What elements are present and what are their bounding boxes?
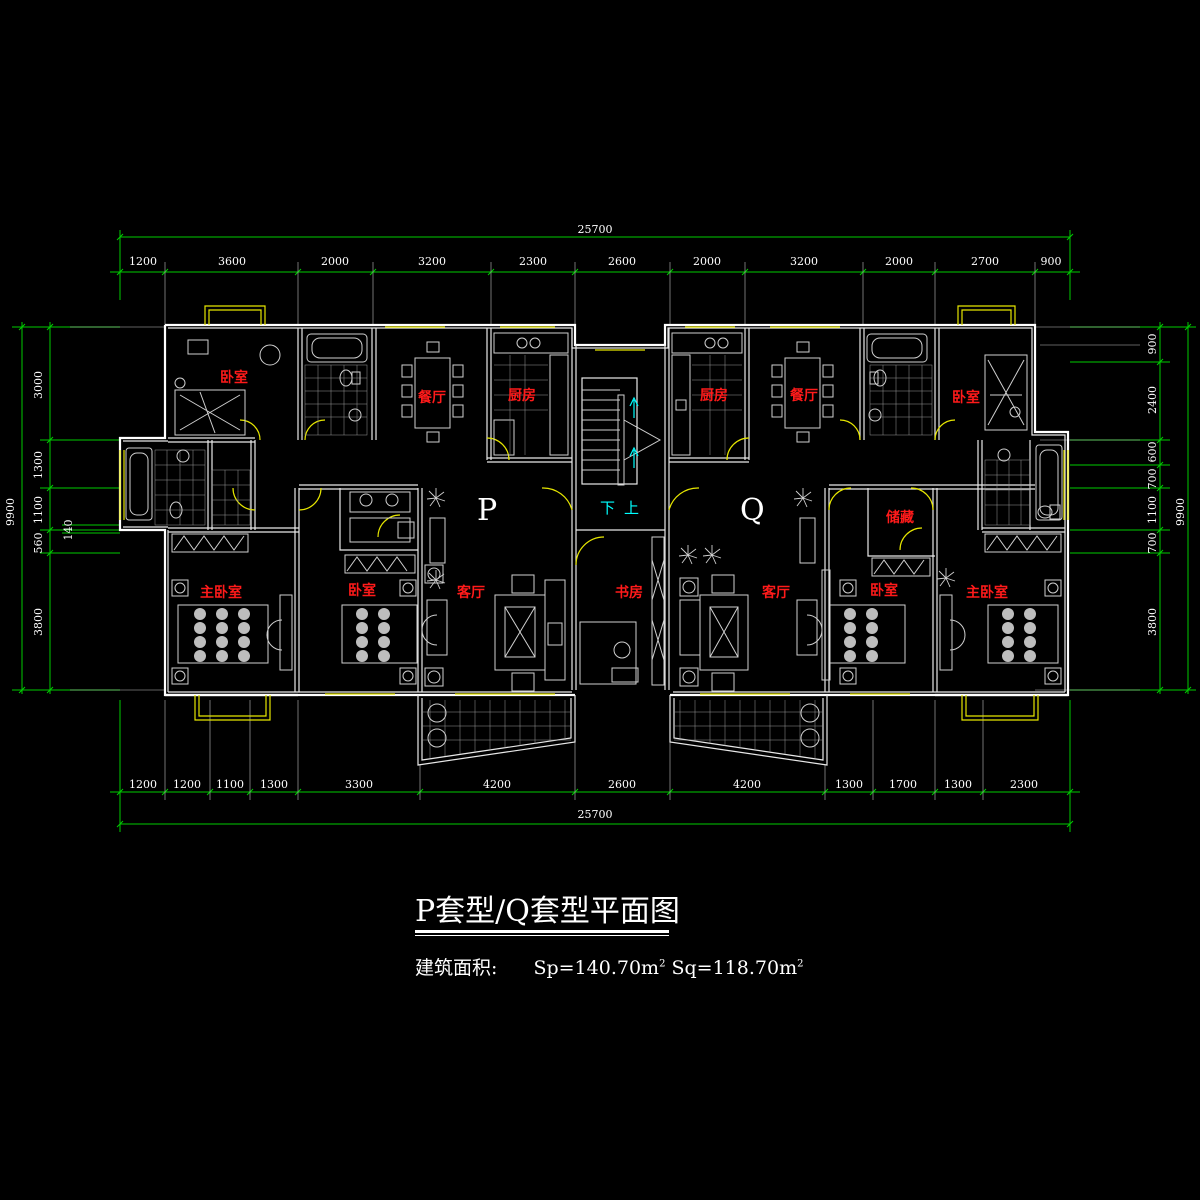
unit-label-p: P <box>477 493 497 528</box>
dim-left-extra: 140 <box>62 520 75 541</box>
plants <box>426 488 956 590</box>
area-summary: 建筑面积: Sp=140.70m2 Sq=118.70m2 <box>415 953 803 980</box>
room-label-p-bedroom: 卧室 <box>348 582 376 599</box>
room-label-q-master: 主卧室 <box>966 584 1008 601</box>
room-label-q-bedroom: 卧室 <box>870 582 898 599</box>
dim-top-3: 3200 <box>418 255 446 268</box>
dim-right-6: 3800 <box>1146 608 1159 636</box>
living-furniture <box>421 517 831 692</box>
stair-down-label: 下 <box>600 499 615 517</box>
balcony-p <box>417 695 576 766</box>
dim-top-10: 900 <box>1041 255 1062 268</box>
dim-left-3: 560 <box>32 533 45 554</box>
dim-top-6: 2000 <box>693 255 721 268</box>
dim-bottom-6: 2600 <box>608 778 636 791</box>
title-underline-thick <box>415 930 669 933</box>
walls <box>118 323 1070 697</box>
room-label-q-living: 客厅 <box>761 584 790 601</box>
kitchens <box>493 332 743 456</box>
dim-total-bottom: 25700 <box>578 808 613 821</box>
dining-tables <box>401 341 834 443</box>
dim-bottom-7: 4200 <box>733 778 761 791</box>
closets <box>171 533 1062 577</box>
room-label-storage: 储藏 <box>885 509 914 526</box>
nightstands <box>171 339 1062 685</box>
title-underline-thin <box>415 935 669 936</box>
top-tick-verticals <box>164 262 1036 325</box>
drawing-title: P套型/Q套型平面图 <box>415 894 680 929</box>
dim-bottom-1: 1200 <box>173 778 201 791</box>
room-label-p-bedroom-nw: 卧室 <box>220 369 248 386</box>
dimension-labels: 25700 25700 1200 3600 2000 3200 2300 260… <box>4 223 1187 821</box>
study-furniture <box>579 536 665 686</box>
door-swings <box>232 419 956 566</box>
axis-lines <box>70 326 1140 691</box>
top-ticks <box>116 233 1074 276</box>
dim-right-0: 900 <box>1146 334 1159 355</box>
bed-pillows <box>194 608 1036 662</box>
area-label: 建筑面积: <box>415 957 498 979</box>
dim-top-4: 2300 <box>519 255 547 268</box>
dim-left-2: 1100 <box>32 496 45 524</box>
room-label-q-bedroom-ne: 卧室 <box>952 389 980 406</box>
area-sq: Sq=118.70m <box>671 957 798 979</box>
room-label-q-kitchen: 厨房 <box>700 387 728 404</box>
dim-right-2: 700 <box>1146 469 1159 490</box>
dim-left-total: 9900 <box>4 498 17 526</box>
dim-top-5: 2600 <box>608 255 636 268</box>
area-sp: Sp=140.70m <box>533 957 660 979</box>
area-sp-unit-sup: 2 <box>659 958 666 970</box>
dim-right-3: 600 <box>1146 442 1159 463</box>
room-label-p-dining: 餐厅 <box>417 389 446 406</box>
dim-bottom-0: 1200 <box>129 778 157 791</box>
room-label-p-kitchen: 厨房 <box>508 387 536 404</box>
beds <box>174 354 1059 664</box>
dim-right-4: 1100 <box>1146 496 1159 524</box>
dim-right-5: 700 <box>1146 533 1159 554</box>
room-label-q-dining: 餐厅 <box>789 387 818 404</box>
dim-left-1: 1300 <box>32 451 45 479</box>
dim-bottom-5: 4200 <box>483 778 511 791</box>
stairwell: 下 上 <box>581 377 662 517</box>
dim-bottom-2: 1100 <box>216 778 244 791</box>
balcony-q <box>669 695 828 766</box>
dim-bottom-9: 1700 <box>889 778 917 791</box>
dim-total-top: 25700 <box>578 223 613 236</box>
dim-left-4: 3800 <box>32 608 45 636</box>
dim-top-1: 3600 <box>218 255 246 268</box>
dim-left-0: 3000 <box>32 371 45 399</box>
dim-bottom-10: 1300 <box>944 778 972 791</box>
dim-top-9: 2700 <box>971 255 999 268</box>
dim-bottom-11: 2300 <box>1010 778 1038 791</box>
dim-top-7: 3200 <box>790 255 818 268</box>
dim-top-8: 2000 <box>885 255 913 268</box>
bathroom-fixtures <box>125 333 1063 543</box>
side-ticks <box>18 323 1192 694</box>
unit-label-q: Q <box>740 493 765 528</box>
room-labels: 卧室 餐厅 厨房 厨房 餐厅 卧室 储藏 主卧室 卧室 客厅 书房 客厅 卧室 … <box>200 369 1008 601</box>
room-label-study: 书房 <box>615 584 643 601</box>
dim-bottom-4: 3300 <box>345 778 373 791</box>
dim-top-0: 1200 <box>129 255 157 268</box>
dim-bottom-8: 1300 <box>835 778 863 791</box>
dimension-lines <box>12 230 1196 832</box>
room-label-p-master: 主卧室 <box>200 584 242 601</box>
area-sq-unit-sup: 2 <box>797 958 804 970</box>
bathroom-tiles <box>154 364 1031 526</box>
dim-right-1: 2400 <box>1146 386 1159 414</box>
dim-right-total: 9900 <box>1174 498 1187 526</box>
dim-bottom-3: 1300 <box>260 778 288 791</box>
stair-up-label: 上 <box>624 499 639 517</box>
dim-top-2: 2000 <box>321 255 349 268</box>
room-label-p-living: 客厅 <box>456 584 485 601</box>
windows <box>119 305 1069 721</box>
